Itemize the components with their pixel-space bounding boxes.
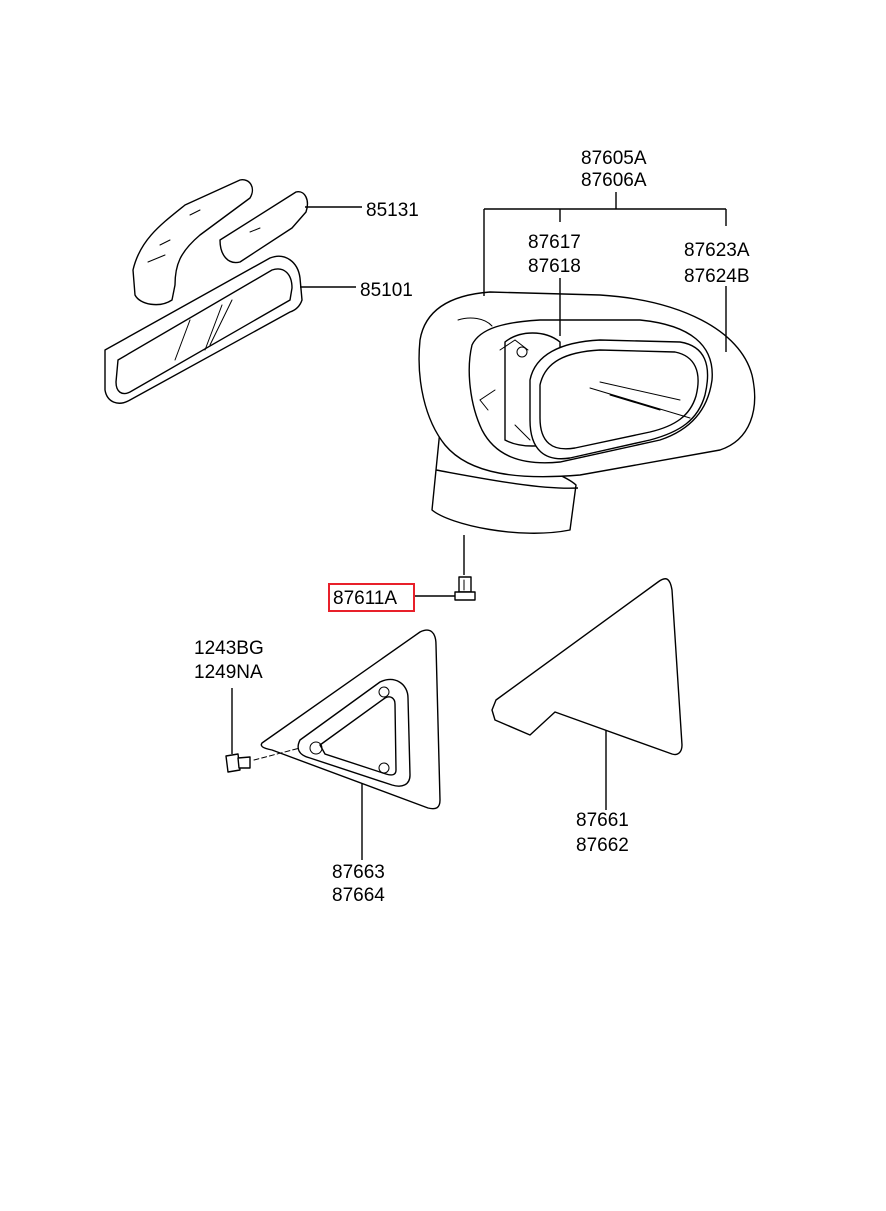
inside-mirror-body-part[interactable] xyxy=(104,255,303,404)
label-87618[interactable]: 87618 xyxy=(528,256,581,277)
outer-garnish-part[interactable] xyxy=(491,578,683,756)
label-87662[interactable]: 87662 xyxy=(576,835,629,856)
screw-part[interactable] xyxy=(454,576,476,601)
inside-mirror-cover-part[interactable] xyxy=(132,179,309,306)
label-85101[interactable]: 85101 xyxy=(360,280,413,301)
label-87624B[interactable]: 87624B xyxy=(684,266,750,287)
inner-garnish-part[interactable] xyxy=(260,629,441,810)
label-87605A[interactable]: 87605A xyxy=(581,148,647,169)
bolt-part[interactable] xyxy=(225,747,301,773)
label-87617[interactable]: 87617 xyxy=(528,232,581,253)
label-1249NA[interactable]: 1249NA xyxy=(194,662,263,683)
mirror-glass-part[interactable] xyxy=(529,339,709,460)
label-85131[interactable]: 85131 xyxy=(366,200,419,221)
label-87661[interactable]: 87661 xyxy=(576,810,629,831)
label-87606A[interactable]: 87606A xyxy=(581,170,647,191)
leader-lines xyxy=(231,192,727,860)
label-87611A[interactable]: 87611A xyxy=(333,588,397,609)
label-87664[interactable]: 87664 xyxy=(332,885,385,906)
highlight-box xyxy=(328,583,415,612)
label-1243BG[interactable]: 1243BG xyxy=(194,638,264,659)
label-87663[interactable]: 87663 xyxy=(332,862,385,883)
label-87623A[interactable]: 87623A xyxy=(684,240,750,261)
